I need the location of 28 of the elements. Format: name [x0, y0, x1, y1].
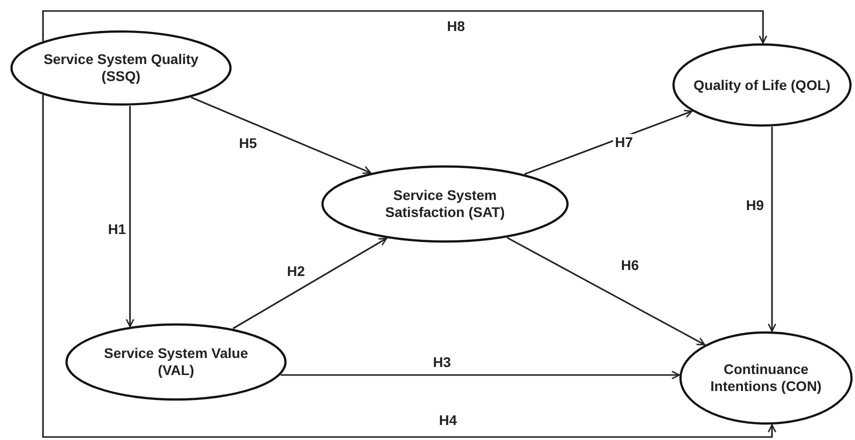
construct-ellipse: [672, 43, 852, 127]
arrow: [280, 370, 680, 380]
construct-ellipse: [679, 331, 853, 425]
arrow: [232, 238, 388, 330]
edge-label: H5: [237, 135, 259, 151]
edge-label: H3: [431, 354, 453, 370]
arrow: [42, 95, 776, 438]
arrow: [768, 126, 776, 332]
edge-label: H4: [437, 412, 459, 428]
construct-ellipse: [321, 165, 569, 243]
edge-label: H7: [613, 134, 635, 150]
construct-name: Service System Quality (SSQ): [42, 51, 200, 85]
arrow: [190, 96, 372, 174]
arrow: [506, 237, 706, 346]
construct-ellipse: [10, 30, 232, 106]
construct-ellipse: [65, 323, 287, 401]
construct-name: Service System Satisfaction (SAT): [384, 187, 506, 221]
arrow: [126, 106, 134, 328]
construct-name: Service System Value (VAL): [103, 345, 249, 379]
edge-label: H1: [106, 221, 128, 237]
edge-label: H6: [619, 257, 641, 273]
edge-label: H9: [744, 197, 766, 213]
construct-name: Quality of Life (QOL): [692, 76, 832, 94]
edge-label: H2: [285, 263, 307, 279]
edge-label: H8: [445, 18, 467, 34]
arrow: [524, 110, 693, 175]
arrow: [42, 10, 768, 44]
construct-name: Continuance Intentions (CON): [709, 361, 823, 395]
